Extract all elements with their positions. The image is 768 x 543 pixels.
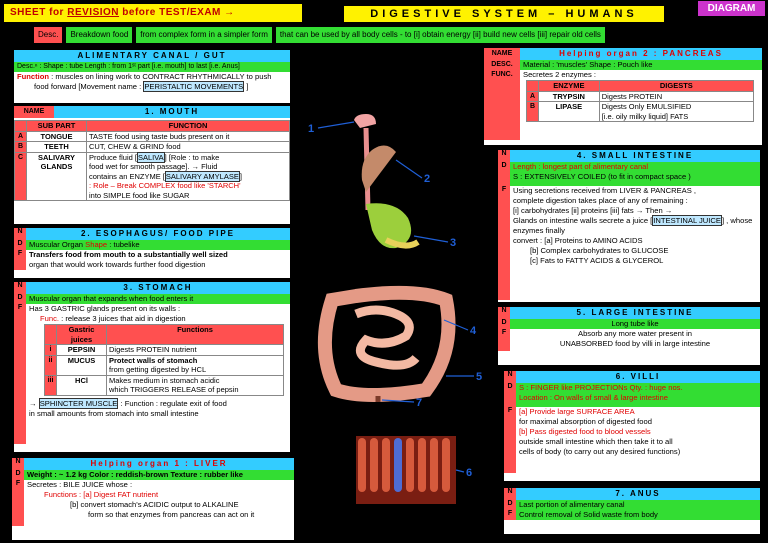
digestive-system-illustration: 1 2 3 4 5 6 7	[308, 114, 482, 504]
description-row: Desc. Breakdown food from complex form i…	[34, 27, 744, 43]
label-6: 6	[466, 467, 472, 479]
label-4: 4	[470, 325, 477, 337]
label-5: 5	[476, 371, 482, 383]
large-intestine-shape	[317, 285, 456, 402]
alimentary-canal-section: ALIMENTARY CANAL / GUT Desc.ⁿ : Shape : …	[14, 50, 290, 103]
label-2: 2	[424, 173, 430, 185]
small-intestine-shape	[354, 305, 420, 370]
revision-sheet-banner: SHEET for REVISION before TEST/EXAM →	[4, 4, 302, 22]
diagram-badge: DIAGRAM	[698, 1, 765, 16]
villi-illustration	[356, 436, 456, 504]
pancreas-shape	[384, 237, 420, 249]
page-title: DIGESTIVE SYSTEM – HUMANS	[344, 6, 664, 22]
liver-shape	[361, 145, 396, 192]
label-1: 1	[308, 123, 314, 135]
mouth-shape	[354, 114, 376, 128]
label-3: 3	[450, 237, 456, 249]
stomach-shape	[366, 203, 412, 249]
label-7: 7	[416, 397, 422, 409]
